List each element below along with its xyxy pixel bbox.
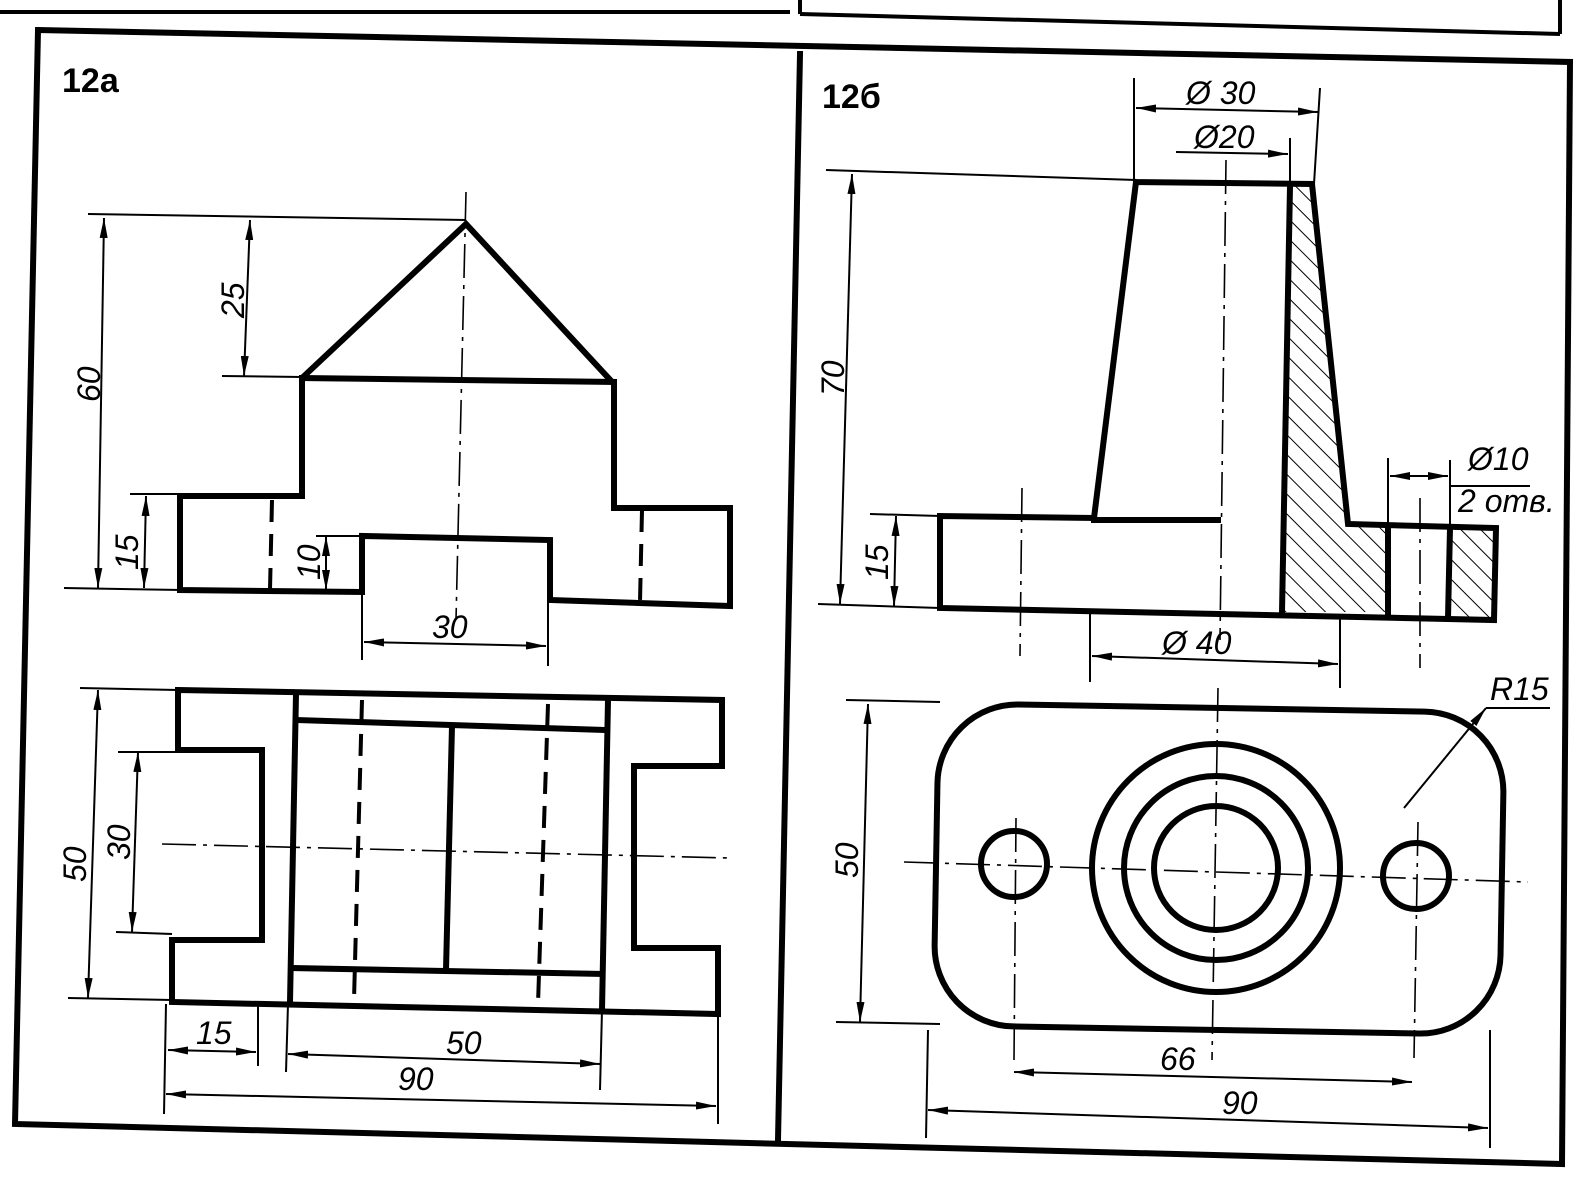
dim-a-90: 90 <box>398 1061 434 1097</box>
dim-a-25: 25 <box>215 282 251 319</box>
dim-a-30-height: 30 <box>101 824 137 860</box>
dim-a-15-front: 15 <box>109 534 145 570</box>
panel-label-a: 12a <box>62 62 120 100</box>
dim-a-15-top: 15 <box>196 1015 232 1051</box>
dim-b-d10: Ø10 <box>1467 441 1529 477</box>
top-frame-remnant <box>0 0 1562 36</box>
sheet-frame <box>11 26 1574 1168</box>
dim-a-50-width: 50 <box>446 1025 482 1061</box>
dim-b-d20: Ø20 <box>1193 119 1255 155</box>
dim-b-r15: R15 <box>1490 671 1549 707</box>
dim-a-50-height: 50 <box>57 846 93 882</box>
top-view-a: 50 30 15 50 90 <box>57 686 731 1124</box>
panel-12b: 12б <box>815 75 1555 1148</box>
panel-label-b: 12б <box>822 78 881 116</box>
dim-a-60: 60 <box>71 366 107 402</box>
dim-b-50: 50 <box>829 842 865 878</box>
panel-12a: 12a 60 25 15 10 30 <box>57 62 733 1124</box>
front-view-a: 60 25 15 10 30 <box>63 191 733 666</box>
dim-b-66: 66 <box>1160 1041 1196 1077</box>
dim-b-d40: Ø 40 <box>1161 625 1232 661</box>
dim-b-70: 70 <box>815 360 851 396</box>
dim-a-10: 10 <box>291 544 327 580</box>
dim-b-holes: 2 отв. <box>1457 483 1555 519</box>
dim-b-15: 15 <box>859 544 895 580</box>
top-view-b: 50 66 90 R15 <box>829 671 1550 1148</box>
dim-a-30-width: 30 <box>432 609 468 645</box>
dim-b-d30: Ø 30 <box>1185 75 1256 111</box>
front-view-b: Ø 30 Ø20 70 15 Ø10 2 отв. Ø 40 <box>815 75 1555 688</box>
dim-b-90: 90 <box>1222 1085 1258 1121</box>
